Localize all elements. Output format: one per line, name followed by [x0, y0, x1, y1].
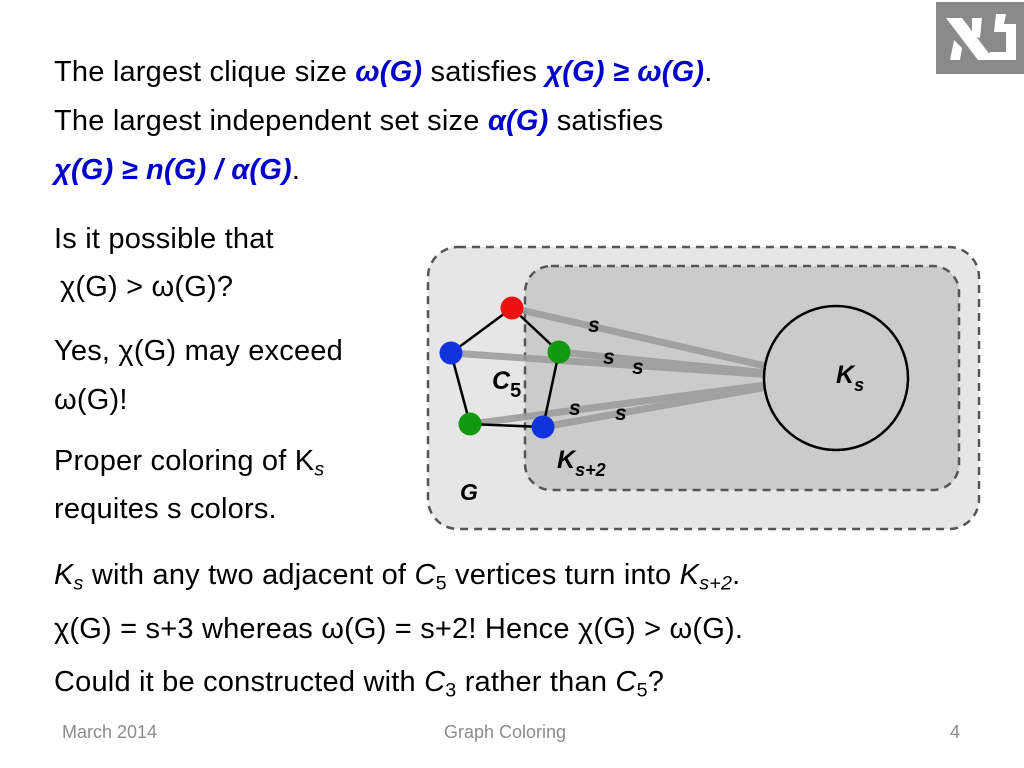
bottom-line-1-text-d: vertices turn into — [446, 559, 680, 591]
spoke-edge — [466, 374, 822, 428]
ks-base: K — [54, 559, 74, 591]
c3-base: C — [424, 666, 446, 698]
ks2-base: K — [679, 559, 700, 591]
header-line-2: The largest independent set size α(G) sa… — [54, 104, 663, 138]
c5-label-base: C — [492, 367, 511, 395]
answer-line-2: ω(G)! — [54, 384, 128, 416]
vertex-red — [500, 296, 524, 320]
edge-label-s: s — [603, 346, 615, 369]
c5-edge — [541, 351, 561, 428]
c3-sub: 3 — [445, 679, 457, 702]
footer-page-number: 4 — [950, 722, 961, 742]
header-line-1-period: . — [704, 56, 713, 88]
coloring-line-1: Proper coloring of Ks — [54, 444, 325, 481]
ks2-label: Ks+2 — [557, 446, 606, 480]
question-line-2: χ(G) > ω(G)? — [60, 271, 234, 303]
header-line-2-text-b: satisfies — [548, 105, 664, 137]
c5-sub: 5 — [435, 572, 447, 595]
c5-base: C — [414, 559, 436, 591]
bottom-line-3-qmark: ? — [647, 666, 665, 698]
answer-line-1: Yes, χ(G) may exceed — [54, 335, 343, 367]
bottom-line-1-period: . — [732, 559, 741, 591]
c5-label: C5 — [492, 367, 521, 402]
bottom-line-3-text-a: Could it be constructed with — [54, 666, 425, 698]
coloring-line-1-sub: s — [314, 458, 325, 481]
edge-label-s: s — [632, 356, 644, 379]
vertex-blue — [531, 415, 555, 439]
header-line-1: The largest clique size ω(G) satisfies χ… — [54, 55, 713, 89]
g-label: G — [460, 479, 478, 505]
edge-label-s: s — [615, 402, 627, 425]
c5-label-sub: 5 — [510, 380, 521, 402]
bottom-line-3-text-c: rather than — [456, 666, 616, 698]
chi-geq-omega-formula: χ(G) ≥ ω(G) — [545, 56, 705, 88]
footer-title: Graph Coloring — [444, 722, 567, 742]
bottom-line-2: χ(G) = s+3 whereas ω(G) = s+2! Hence χ(G… — [54, 613, 744, 645]
c5b-base: C — [615, 666, 637, 698]
header-line-3: χ(G) ≥ n(G) / α(G). — [54, 153, 300, 187]
coloring-line-2: requites s colors. — [54, 493, 277, 525]
edge-label-s: s — [588, 314, 600, 337]
coloring-line-1-text: Proper coloring of K — [54, 445, 315, 477]
bottom-line-3: Could it be constructed with C3 rather t… — [54, 665, 665, 702]
c5-edge — [449, 352, 472, 425]
bottom-line-1-text-b: with any two adjacent of — [83, 559, 415, 591]
header-line-2-text-a: The largest independent set size — [54, 105, 488, 137]
ks2-label-base: K — [557, 446, 577, 474]
question-line-1: Is it possible that — [54, 223, 274, 255]
vertex-blue — [439, 341, 463, 365]
chi-bound-formula: χ(G) ≥ n(G) / α(G) — [54, 154, 292, 186]
ks-label: Ks — [836, 361, 864, 395]
c5-edge — [469, 422, 544, 429]
hebrew-letters-logo-icon — [936, 2, 1024, 74]
c5b-sub: 5 — [636, 679, 648, 702]
alpha-formula: α(G) — [487, 105, 549, 137]
ks2-label-sub: s+2 — [575, 460, 606, 480]
header-line-1-text-a: The largest clique size — [54, 56, 356, 88]
ks-sub: s — [73, 572, 84, 595]
ks-label-base: K — [836, 361, 856, 389]
header-line-1-text-b: satisfies — [422, 56, 546, 88]
vertex-green — [547, 340, 571, 364]
c5-edge — [450, 306, 513, 355]
ks-clique-circle — [762, 304, 910, 452]
omega-formula: ω(G) — [355, 56, 423, 88]
ks2-sub: s+2 — [699, 572, 733, 595]
footer-date: March 2014 — [62, 722, 158, 742]
header-line-3-period: . — [291, 154, 301, 186]
vertex-green — [458, 412, 482, 436]
bottom-line-1: Ks with any two adjacent of C5 vertices … — [54, 558, 741, 595]
edge-label-s: s — [569, 397, 581, 420]
ks-label-sub: s — [854, 375, 864, 395]
